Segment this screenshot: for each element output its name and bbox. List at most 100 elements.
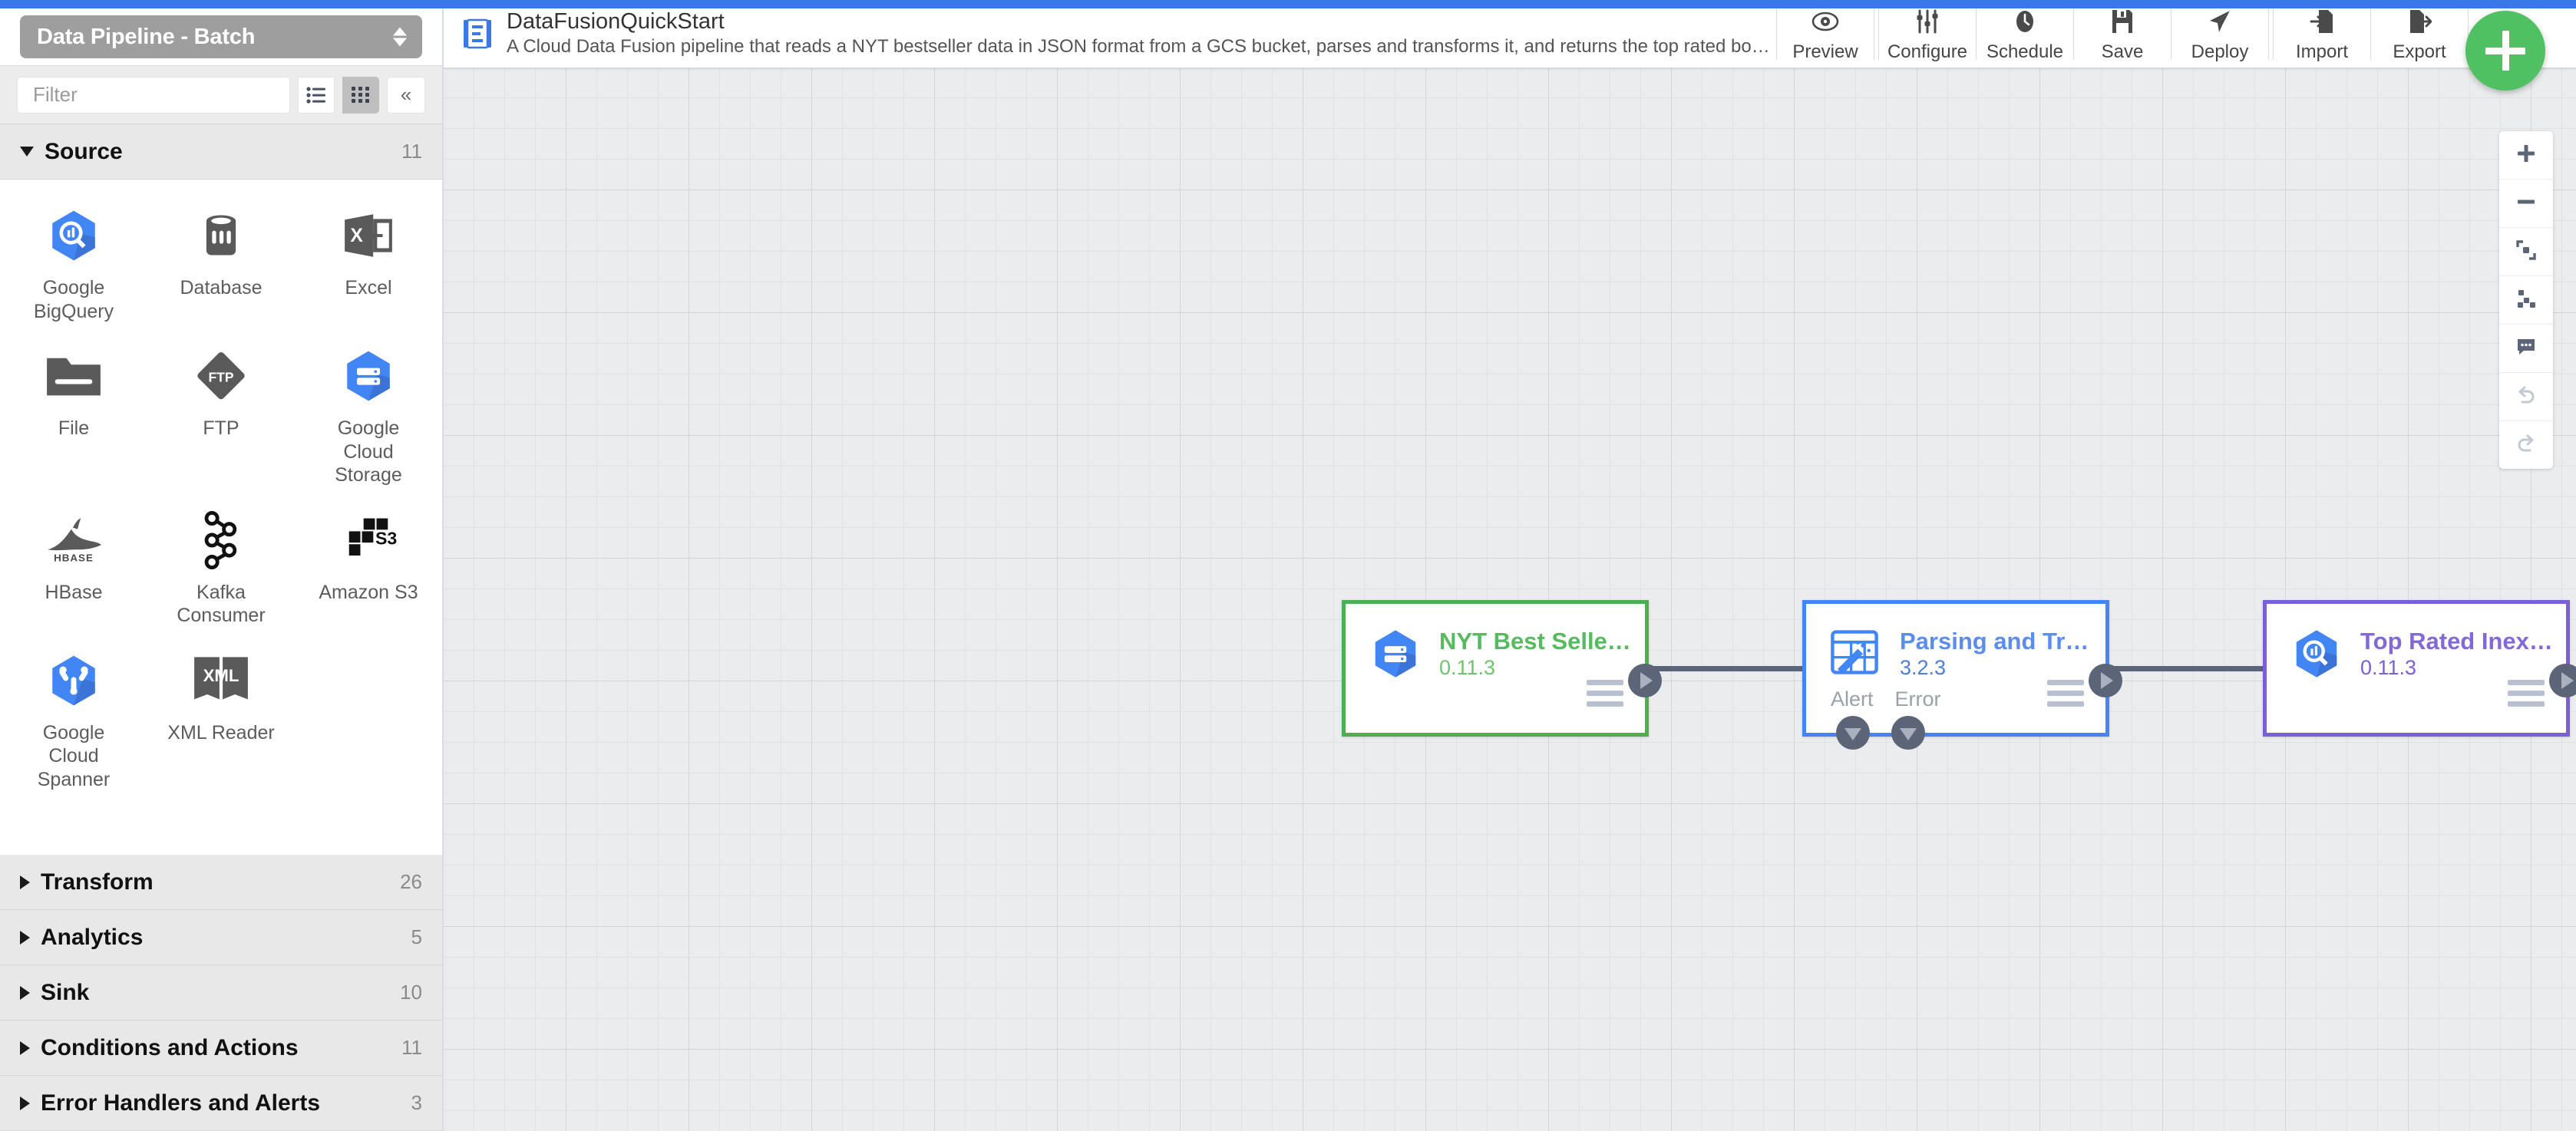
fit-screen-icon (2515, 239, 2537, 265)
top-brand-strip (0, 0, 2576, 8)
divider (1976, 8, 1977, 60)
pipeline-node-sink[interactable]: Top Rated Inex… 0.11.3 (2263, 600, 2576, 737)
plugin-google-bigquery[interactable]: Google BigQuery (0, 196, 147, 331)
divider (1776, 8, 1777, 60)
sidebar-group-analytics[interactable]: Analytics 5 (0, 910, 442, 965)
plugin-label: Amazon S3 (319, 581, 418, 603)
grid-view-icon[interactable] (342, 76, 379, 114)
node-alert-port[interactable] (1836, 716, 1870, 750)
toolbar-label: Configure (1887, 41, 1968, 62)
sidebar-group-transform[interactable]: Transform 26 (0, 855, 442, 910)
toolbar-label: Save (2101, 41, 2144, 62)
configure-button[interactable]: Configure (1879, 0, 1976, 68)
node-name: NYT Best Selle… (1439, 628, 1631, 655)
plugin-hbase[interactable]: HBASE HBase (0, 501, 147, 635)
list-view-icon[interactable] (298, 76, 335, 114)
deploy-button[interactable]: Deploy (2171, 0, 2268, 68)
node-output-port[interactable] (2089, 664, 2122, 697)
node-header: Top Rated Inex… 0.11.3 (2267, 604, 2566, 681)
svg-text:X: X (350, 226, 363, 246)
plugin-label: File (58, 417, 90, 439)
google-bigquery-icon (41, 203, 107, 269)
sidebar-group-conditions-and-actions[interactable]: Conditions and Actions 11 (0, 1021, 442, 1076)
toolbar-label: Schedule (1986, 41, 2064, 62)
node-menu-button[interactable] (2047, 680, 2084, 707)
plugin-database[interactable]: Database (147, 196, 295, 331)
minus-icon (2516, 192, 2536, 216)
pipeline-type-select[interactable]: Data Pipeline - Batch (20, 15, 422, 58)
redo-button[interactable] (2499, 421, 2553, 469)
align-nodes-button[interactable] (2499, 276, 2553, 325)
sidebar-group-sink[interactable]: Sink 10 (0, 965, 442, 1021)
schedule-button[interactable]: Schedule (1977, 0, 2073, 68)
zoom-out-button[interactable] (2499, 180, 2553, 228)
node-menu-button[interactable] (1587, 680, 1623, 707)
alert-label: Alert (1831, 688, 1874, 711)
node-error-labels: Alert Error (1831, 688, 1941, 711)
plugin-xml-reader[interactable]: XML XML Reader (147, 641, 295, 800)
node-output-port[interactable] (2549, 664, 2576, 697)
cdap-pipeline-icon (461, 17, 494, 51)
svg-text:FTP: FTP (208, 370, 233, 385)
pipeline-type-label: Data Pipeline - Batch (37, 24, 256, 49)
fit-to-screen-button[interactable] (2499, 228, 2553, 276)
sidebar-group-source[interactable]: Source 11 (0, 124, 442, 180)
group-count: 10 (400, 981, 422, 1004)
undo-button[interactable] (2499, 373, 2553, 421)
plugin-ftp[interactable]: FTP FTP (147, 337, 295, 495)
file-folder-icon (41, 343, 107, 409)
connection-line (2109, 666, 2301, 671)
pipeline-toolbar: DataFusionQuickStart A Cloud Data Fusion… (444, 0, 2576, 68)
node-menu-button[interactable] (2508, 680, 2545, 707)
plugin-kafka-consumer[interactable]: Kafka Consumer (147, 501, 295, 635)
excel-icon: X (335, 203, 401, 269)
pipeline-canvas[interactable]: NYT Best Selle… 0.11.3 (444, 68, 2576, 1131)
plugin-excel[interactable]: X Excel (295, 196, 442, 331)
node-version: 0.11.3 (1439, 655, 1496, 679)
redo-icon (2515, 433, 2537, 458)
export-button[interactable]: Export (2371, 0, 2468, 68)
search-input[interactable]: Filter (17, 76, 290, 114)
toolbar-label: Export (2393, 41, 2446, 62)
divider (2370, 8, 2371, 60)
sidebar-group-error-handlers-and-alerts[interactable]: Error Handlers and Alerts 3 (0, 1076, 442, 1131)
clock-icon (2013, 5, 2037, 38)
plugin-file[interactable]: File (0, 337, 147, 495)
chevron-right-icon (20, 1096, 30, 1110)
node-version: 3.2.3 (1900, 655, 1947, 679)
plugin-label: Google Cloud Storage (335, 417, 402, 486)
group-count: 3 (411, 1091, 422, 1114)
node-version: 0.11.3 (2360, 655, 2417, 679)
divider (2073, 8, 2074, 60)
node-output-port[interactable] (1628, 664, 1662, 697)
plugin-label: FTP (203, 417, 239, 439)
group-label: Transform (41, 869, 154, 895)
source-plugin-grid: Google BigQuery Database (0, 180, 442, 811)
node-text: Parsing and Tr… 3.2.3 (1900, 627, 2089, 678)
plugin-google-cloud-storage[interactable]: Google Cloud Storage (295, 337, 442, 495)
floppy-disk-icon (2111, 5, 2134, 38)
collapse-sidebar-button[interactable]: « (387, 76, 425, 114)
svg-text:HBASE: HBASE (54, 552, 94, 563)
add-plugin-fab[interactable] (2465, 11, 2545, 91)
chevron-right-icon (20, 875, 30, 889)
node-error-port[interactable] (1891, 716, 1925, 750)
save-button[interactable]: Save (2074, 0, 2171, 68)
amazon-s3-icon: S3 (335, 507, 401, 573)
preview-button[interactable]: Preview (1777, 0, 1874, 68)
node-name: Top Rated Inex… (2360, 628, 2553, 655)
connection-line (1649, 666, 1848, 671)
pipeline-node-source[interactable]: NYT Best Selle… 0.11.3 (1342, 600, 1662, 737)
plugin-label: Excel (345, 277, 392, 298)
plugin-label: HBase (45, 581, 103, 603)
node-header: NYT Best Selle… 0.11.3 (1346, 604, 1645, 681)
google-cloud-storage-icon (1369, 627, 1422, 681)
zoom-in-button[interactable] (2499, 131, 2553, 180)
plugin-google-cloud-spanner[interactable]: Google Cloud Spanner (0, 641, 147, 800)
database-icon (188, 203, 254, 269)
plugin-amazon-s3[interactable]: S3 Amazon S3 (295, 501, 442, 635)
page-title[interactable]: DataFusionQuickStart (507, 9, 725, 35)
comments-button[interactable] (2499, 325, 2553, 373)
pipeline-node-transform[interactable]: Parsing and Tr… 3.2.3 Alert Error (1802, 600, 2122, 750)
import-button[interactable]: Import (2274, 0, 2370, 68)
